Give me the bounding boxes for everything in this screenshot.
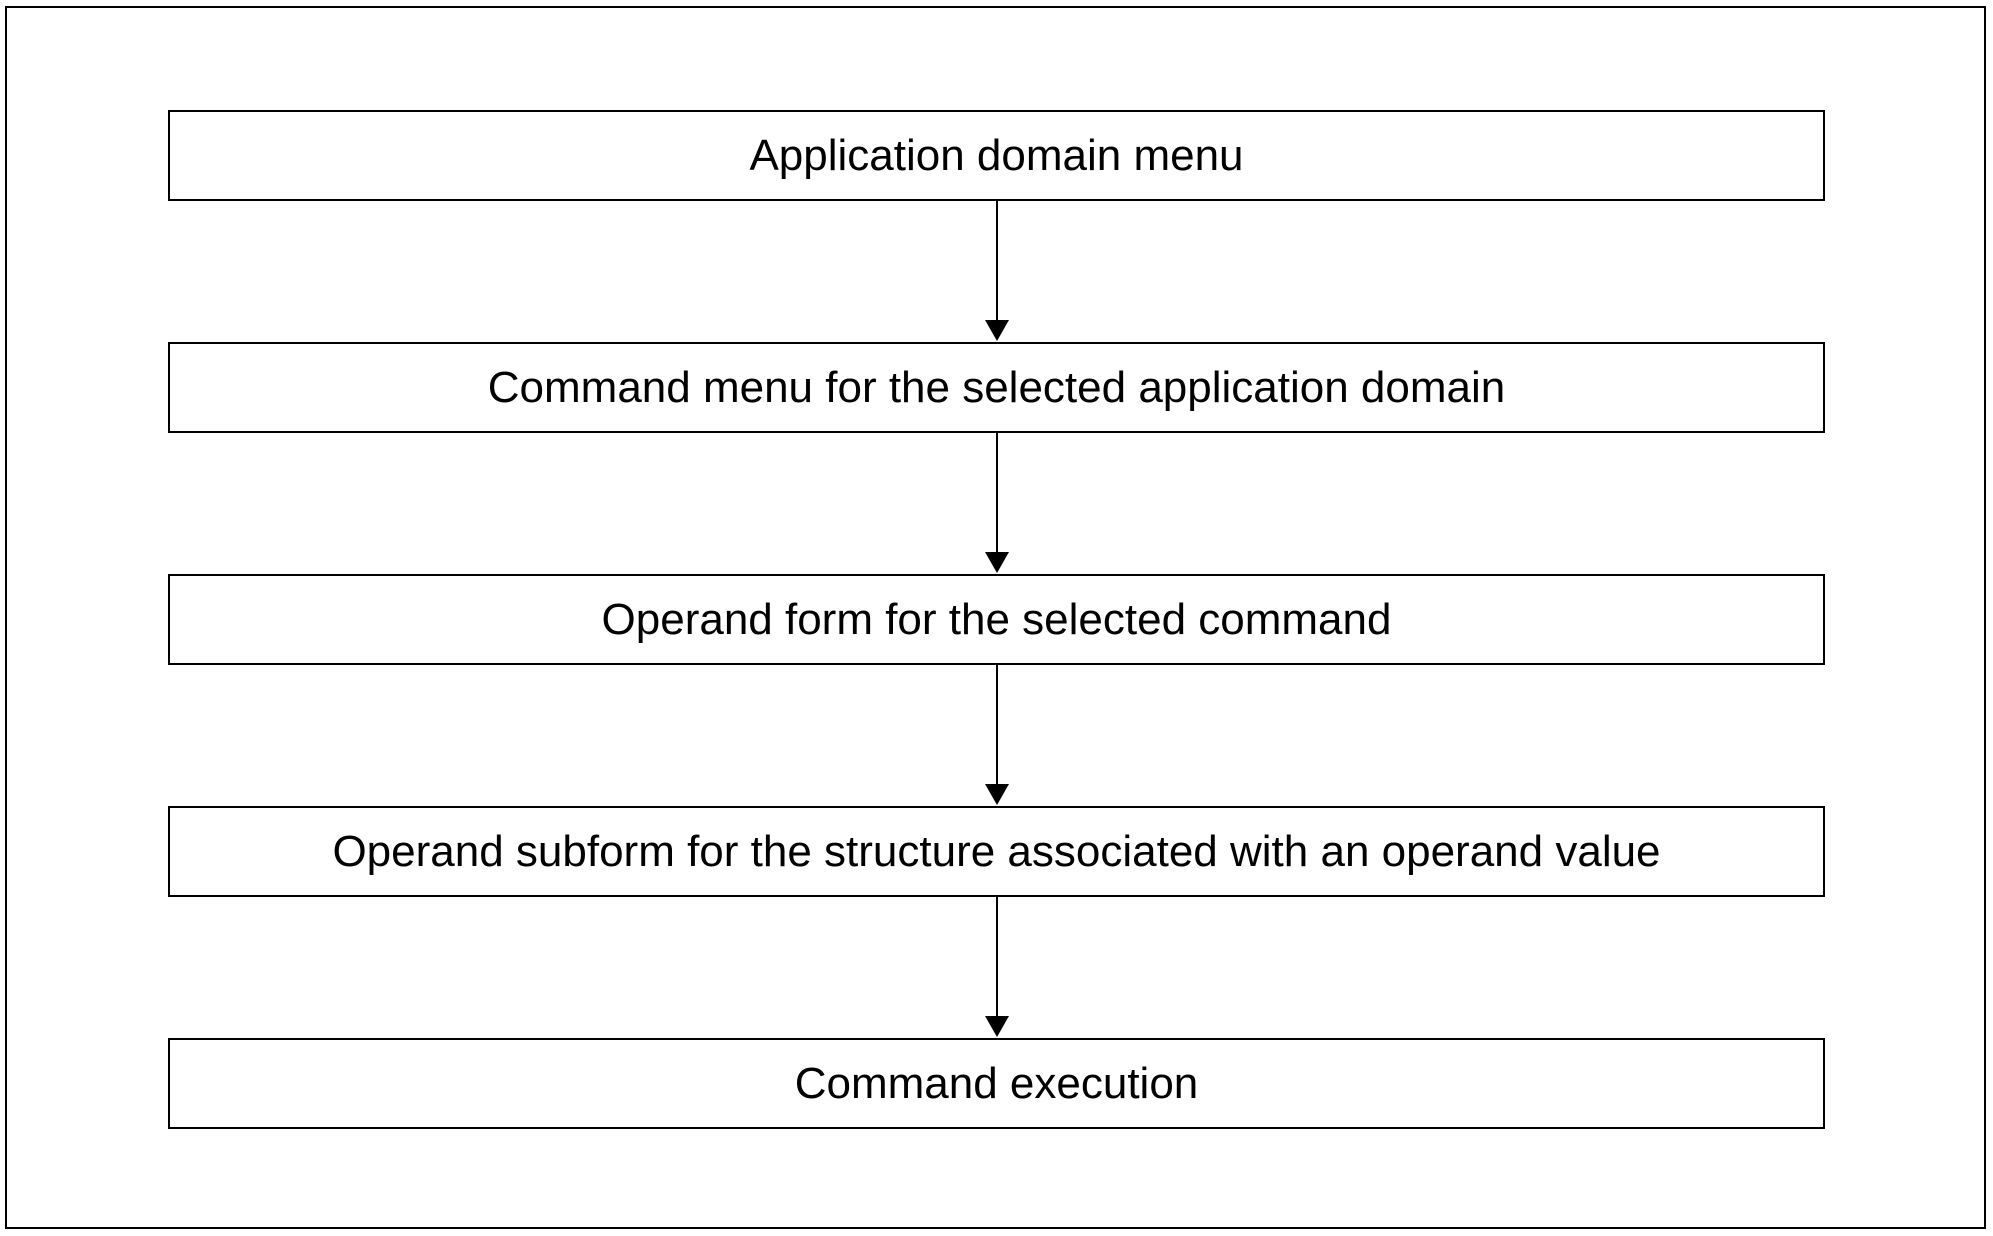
step-label: Command menu for the selected applicatio… xyxy=(487,362,1506,412)
flow-arrow-2 xyxy=(985,433,1009,574)
step-operand-subform: Operand subform for the structure associ… xyxy=(168,806,1825,897)
step-label: Operand form for the selected command xyxy=(601,594,1392,644)
flow-arrow-3 xyxy=(985,665,1009,806)
step-command-menu: Command menu for the selected applicatio… xyxy=(168,342,1825,433)
step-label: Command execution xyxy=(794,1058,1199,1108)
step-label: Application domain menu xyxy=(749,130,1244,180)
step-application-domain-menu: Application domain menu xyxy=(168,110,1825,201)
step-label: Operand subform for the structure associ… xyxy=(332,826,1661,876)
flow-arrow-4 xyxy=(985,897,1009,1038)
step-command-execution: Command execution xyxy=(168,1038,1825,1129)
flow-arrow-1 xyxy=(985,201,1009,342)
step-operand-form: Operand form for the selected command xyxy=(168,574,1825,665)
